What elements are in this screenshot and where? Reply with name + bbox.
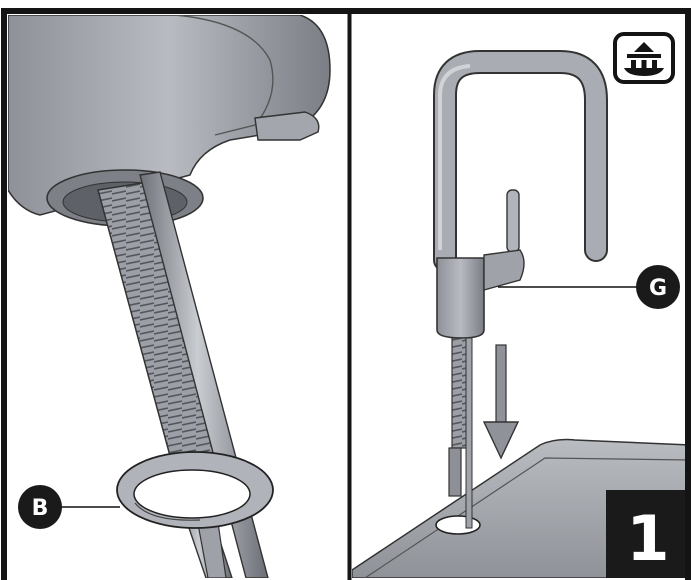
- sink-mounting-hole: [436, 516, 480, 534]
- under-sink-installation-icon: [615, 34, 673, 82]
- callout-g: G: [636, 265, 680, 309]
- faucet-body: [437, 258, 484, 338]
- callout-b: B: [18, 485, 62, 529]
- callout-b-label: B: [32, 496, 49, 521]
- faucet-spout: [445, 62, 596, 260]
- washer-b: [117, 452, 273, 528]
- lever-handle: [507, 190, 519, 252]
- lever-nub: [255, 112, 319, 140]
- step-number: 1: [626, 502, 669, 575]
- insertion-arrow: [484, 345, 518, 458]
- callout-g-label: G: [649, 276, 667, 301]
